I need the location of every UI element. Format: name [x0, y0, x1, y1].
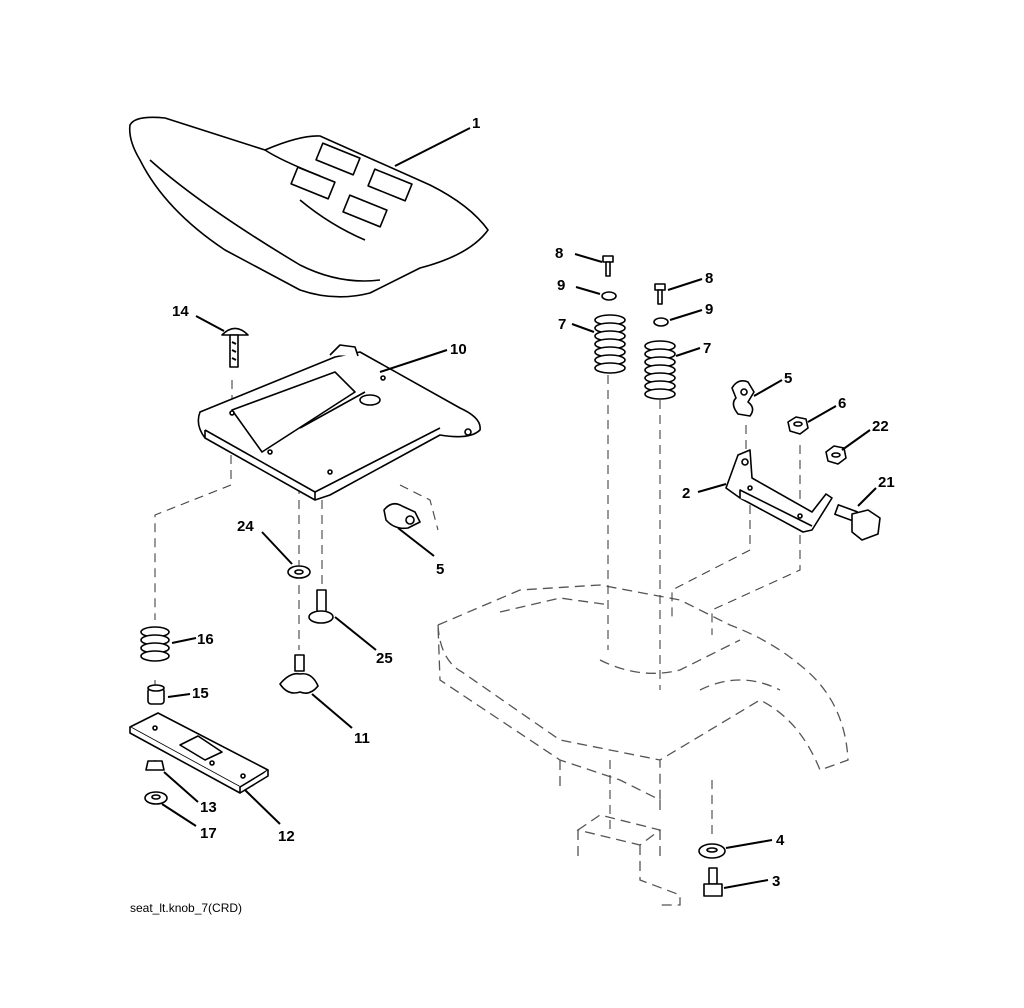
nut-22 [825, 445, 847, 465]
nut-6 [787, 416, 809, 435]
washer-24 [287, 565, 311, 579]
bolt-3 [703, 867, 723, 897]
slide-bracket [129, 712, 269, 794]
diagram-caption: seat_lt.knob_7(CRD) [130, 901, 242, 915]
callout-bolt-25: 25 [376, 650, 393, 667]
callout-nut-22: 22 [872, 418, 889, 435]
washer-4 [698, 843, 726, 859]
callout-washer-9-left: 9 [557, 277, 565, 294]
callout-nut-13: 13 [200, 799, 217, 816]
bracket [725, 449, 833, 533]
callout-spacer: 15 [192, 685, 209, 702]
callout-nut-17: 17 [200, 825, 217, 842]
callout-bracket: 2 [682, 485, 690, 502]
callout-bolt-3: 3 [772, 873, 780, 890]
washer-9-left [601, 291, 617, 301]
callout-bolt-8-right: 8 [705, 270, 713, 287]
hinge-clip-left [383, 502, 421, 530]
callout-knob: 11 [354, 730, 370, 747]
knob [279, 654, 319, 694]
nut-13 [145, 760, 165, 771]
callout-washer-24: 24 [237, 518, 254, 535]
callout-spring-16: 16 [197, 631, 214, 648]
lower-mount-ghost [576, 814, 681, 906]
callout-hinge-clip-right: 5 [784, 370, 792, 387]
spring-7-right [644, 340, 676, 400]
hinge-clip-right [731, 380, 755, 417]
callout-spring-7-left: 7 [558, 316, 566, 333]
bolt-21 [834, 504, 881, 541]
bolt-8-left [602, 255, 614, 277]
callout-carriage-bolt: 14 [172, 303, 189, 320]
callout-bolt-21: 21 [878, 474, 895, 491]
washer-9-right [653, 317, 669, 327]
bolt-8-right [654, 283, 666, 305]
spacer [147, 684, 165, 705]
bolt-25 [308, 589, 334, 624]
callout-spring-7-right: 7 [703, 340, 711, 357]
seat-pan [197, 344, 481, 501]
callout-nut-6: 6 [838, 395, 846, 412]
nut-17 [144, 791, 168, 805]
spring-7-left [594, 314, 626, 374]
callout-seat: 1 [472, 115, 480, 132]
carriage-bolt [221, 327, 249, 368]
fender-ghost [437, 584, 849, 810]
callout-slide-bracket: 12 [278, 828, 295, 845]
seat [128, 116, 489, 298]
assembly-lines-right [607, 375, 801, 840]
callout-washer-4: 4 [776, 832, 785, 849]
callout-washer-9-right: 9 [705, 301, 713, 318]
callout-seat-pan: 10 [450, 341, 467, 358]
spring-16 [140, 626, 170, 662]
callout-hinge-clip-left: 5 [436, 561, 444, 578]
callout-bolt-8-left: 8 [555, 245, 563, 262]
